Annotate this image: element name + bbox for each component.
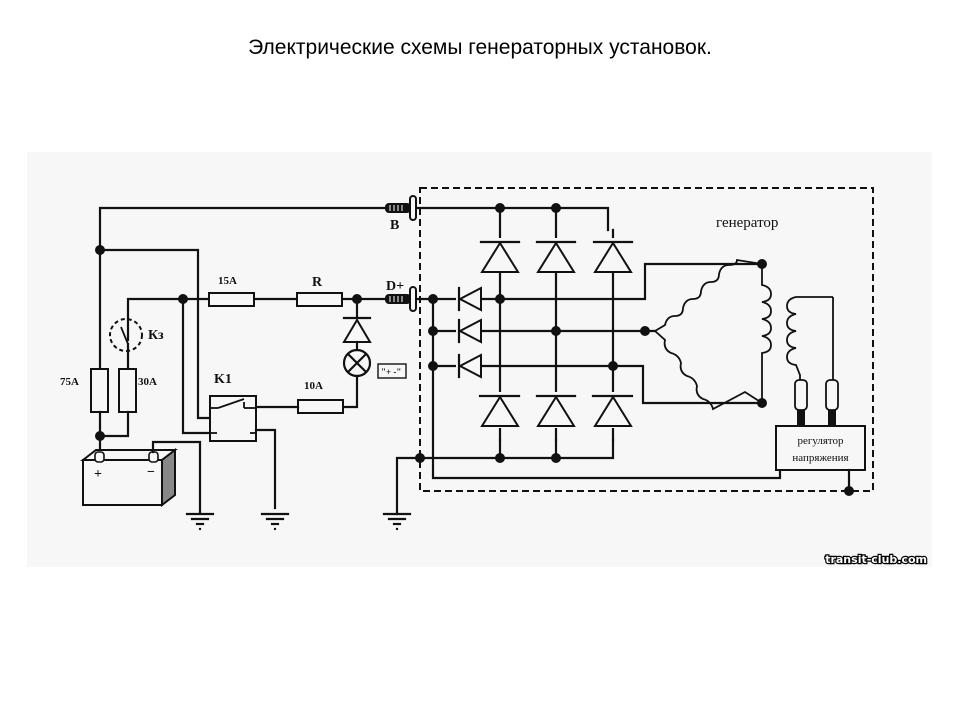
ground-symbol bbox=[382, 456, 422, 531]
resistor-label: R bbox=[312, 275, 323, 290]
generator-enclosure bbox=[419, 187, 874, 492]
relay-label: K1 bbox=[214, 372, 232, 387]
fuse-15a-label: 15A bbox=[218, 275, 237, 287]
wire-d-line bbox=[126, 297, 387, 342]
fuse-15a bbox=[208, 292, 255, 307]
rectifier-diode-lower bbox=[591, 392, 634, 428]
wire-30a-junction bbox=[98, 410, 130, 438]
bridge-bottom-rail bbox=[418, 438, 615, 460]
regulator-label-line1: регулятор bbox=[797, 435, 844, 447]
rectifier-diode-lower bbox=[478, 392, 521, 428]
wire-lamp-fuse bbox=[341, 374, 359, 409]
excitation-diode bbox=[456, 318, 482, 344]
terminal-d-label: D+ bbox=[386, 279, 404, 294]
brush[interactable] bbox=[825, 379, 839, 426]
phase-line-c bbox=[476, 364, 764, 405]
brush[interactable] bbox=[794, 379, 808, 426]
ground-symbol bbox=[185, 512, 215, 531]
lamp-label: "+ -" bbox=[381, 367, 401, 377]
regulator-label-line2: напряжения bbox=[792, 452, 848, 464]
battery-plus-label: + bbox=[94, 467, 102, 482]
junction-dots bbox=[95, 203, 854, 496]
regulator-feed bbox=[431, 364, 782, 480]
ignition-switch[interactable] bbox=[109, 318, 143, 374]
fuse-10a-label: 10A bbox=[304, 380, 323, 392]
generator-label: генератор bbox=[716, 215, 778, 231]
fuse-30a-label: 30A bbox=[138, 376, 157, 388]
excitation-diode bbox=[456, 353, 482, 379]
terminal-b-label: B bbox=[390, 218, 399, 233]
voltage-regulator[interactable] bbox=[775, 425, 866, 471]
fuse-30a bbox=[118, 368, 137, 413]
rectifier-diode-upper bbox=[535, 238, 577, 273]
lamp-label-box: "+ -" bbox=[377, 363, 407, 379]
resistor-r bbox=[296, 292, 343, 307]
fuse-10a bbox=[297, 399, 344, 414]
rotor-winding bbox=[786, 296, 834, 382]
wire-b-line bbox=[98, 206, 610, 405]
page-title: Электрические схемы генераторных установ… bbox=[248, 36, 712, 59]
battery-minus-label: − bbox=[147, 465, 155, 480]
fuse-75a bbox=[90, 368, 109, 413]
wire-b-to-relay bbox=[98, 248, 212, 420]
ignition-switch-label: Кз bbox=[148, 328, 164, 343]
wire-relay-ground bbox=[254, 428, 277, 510]
wire-battery-ground bbox=[151, 440, 202, 514]
relay-contact bbox=[210, 398, 256, 434]
ground-symbol bbox=[260, 512, 290, 531]
phase-line-a bbox=[476, 262, 764, 301]
terminal-b-bolt[interactable] bbox=[385, 195, 417, 221]
excitation-diode bbox=[456, 286, 482, 312]
indicator-lamp bbox=[342, 348, 372, 378]
diode-d bbox=[342, 316, 372, 352]
rectifier-diode-upper bbox=[592, 238, 634, 273]
rectifier-diode-upper bbox=[479, 238, 521, 273]
terminal-d-bolt[interactable] bbox=[385, 286, 417, 312]
battery bbox=[80, 447, 178, 508]
stator-winding-delta bbox=[654, 258, 772, 411]
fuse-75a-label: 75A bbox=[60, 376, 79, 388]
watermark: transit-club.com bbox=[825, 553, 927, 566]
wire-switch-relay bbox=[181, 297, 212, 435]
rectifier-diode-lower bbox=[535, 392, 577, 428]
